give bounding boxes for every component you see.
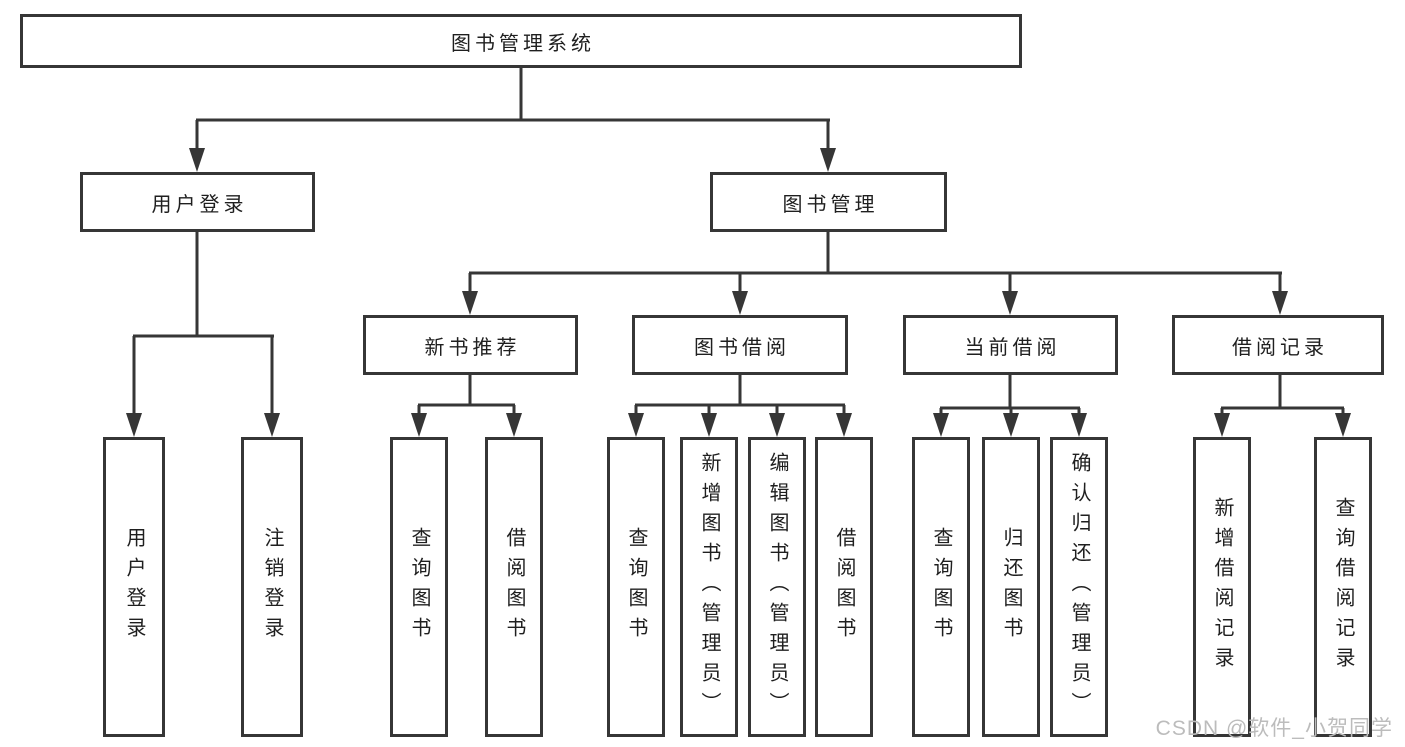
node-leaf-logout: 注销登录 xyxy=(241,437,303,737)
watermark-text: CSDN @软件_小贺同学 xyxy=(1155,717,1393,740)
node-label: 借阅记录 xyxy=(1232,336,1328,359)
node-label: 归还图书 xyxy=(1000,527,1022,647)
node-label: 确认归还（管理员） xyxy=(1068,452,1090,722)
node-label: 编辑图书（管理员） xyxy=(766,452,788,722)
node-leaf-current-confirm-return: 确认归还（管理员） xyxy=(1050,437,1108,737)
node-leaf-recommend-borrow-books: 借阅图书 xyxy=(485,437,543,737)
node-label: 新增借阅记录 xyxy=(1211,497,1233,677)
node-label: 查询图书 xyxy=(408,527,430,647)
node-label: 当前借阅 xyxy=(964,336,1061,359)
node-leaf-recommend-query-books: 查询图书 xyxy=(390,437,448,737)
node-leaf-borrow-borrow-books: 借阅图书 xyxy=(815,437,873,737)
node-label: 新书推荐 xyxy=(424,336,521,359)
node-library-management-system: 图书管理系统 xyxy=(20,14,1022,68)
node-leaf-current-return-books: 归还图书 xyxy=(982,437,1040,737)
node-label: 注销登录 xyxy=(261,527,283,647)
node-leaf-borrow-query-books: 查询图书 xyxy=(607,437,665,737)
node-label: 用户登录 xyxy=(123,527,145,647)
node-label: 借阅图书 xyxy=(833,527,855,647)
node-label: 图书管理 xyxy=(782,193,879,216)
node-label: 查询借阅记录 xyxy=(1332,497,1354,677)
node-label: 图书借阅 xyxy=(694,336,790,359)
node-leaf-user-login: 用户登录 xyxy=(103,437,165,737)
node-label: 图书管理系统 xyxy=(451,32,595,55)
node-borrow-records: 借阅记录 xyxy=(1172,315,1384,375)
node-book-management: 图书管理 xyxy=(710,172,947,232)
node-leaf-records-add-record: 新增借阅记录 xyxy=(1193,437,1251,737)
node-label: 查询图书 xyxy=(625,527,647,647)
node-book-borrow: 图书借阅 xyxy=(632,315,848,375)
node-current-borrow: 当前借阅 xyxy=(903,315,1118,375)
node-leaf-borrow-edit-books: 编辑图书（管理员） xyxy=(748,437,806,737)
node-new-book-recommend: 新书推荐 xyxy=(363,315,578,375)
node-leaf-current-query-books: 查询图书 xyxy=(912,437,970,737)
node-user-login: 用户登录 xyxy=(80,172,315,232)
node-leaf-records-query-record: 查询借阅记录 xyxy=(1314,437,1372,737)
node-leaf-borrow-add-books: 新增图书（管理员） xyxy=(680,437,738,737)
node-label: 新增图书（管理员） xyxy=(698,452,720,722)
node-label: 用户登录 xyxy=(151,193,248,216)
arrowheads xyxy=(126,148,1351,437)
node-label: 借阅图书 xyxy=(503,527,525,647)
node-label: 查询图书 xyxy=(930,527,952,647)
